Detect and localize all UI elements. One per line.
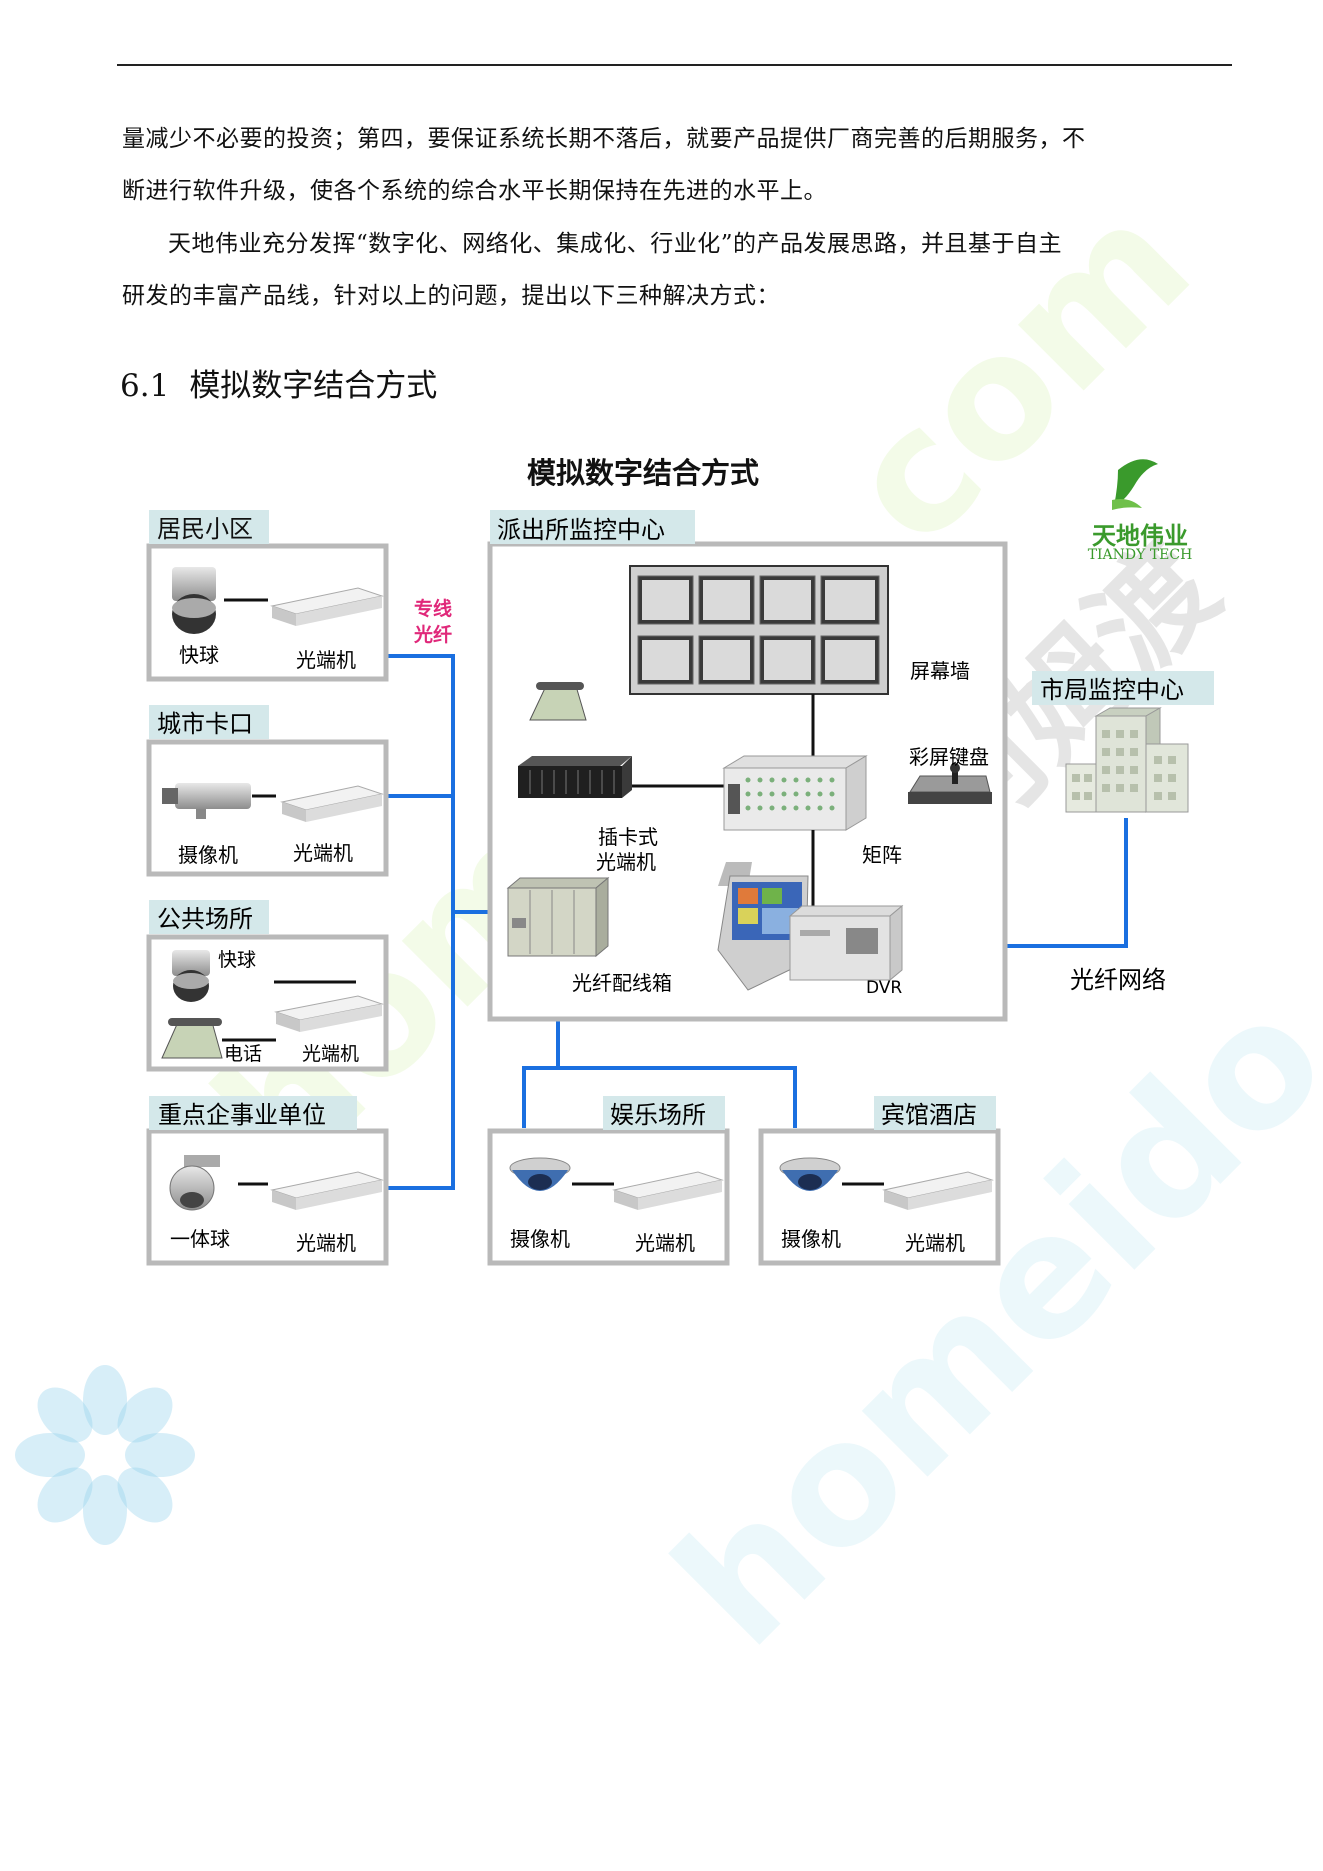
center-title: 派出所监控中心 <box>497 516 665 544</box>
diagram-title: 模拟数字结合方式 <box>527 456 759 490</box>
video-wall-icon <box>629 565 889 695</box>
group-public: 公共场所 快球 电话 光端机 <box>146 900 389 1072</box>
speed-dome-camera-icon <box>172 567 216 634</box>
architecture-diagram: 模拟数字结合方式 天地伟业 TIANDY TECH 居民小区 <box>146 456 1214 1266</box>
fiber-transceiver-icon <box>612 1171 724 1210</box>
section-number: 6.1 <box>120 368 170 404</box>
color-keyboard-icon <box>908 763 992 804</box>
camera-label: 摄像机 <box>178 843 238 867</box>
watermark-flower-icon <box>15 1365 195 1545</box>
matrix-switcher-icon <box>722 755 868 831</box>
group-title: 公共场所 <box>157 905 253 933</box>
office-building-icon <box>1065 707 1189 813</box>
city-title: 市局监控中心 <box>1040 676 1184 704</box>
fiber-transceiver-icon <box>270 587 384 626</box>
paragraph-line: 研发的丰富产品线，针对以上的问题，提出以下三种解决方式： <box>122 283 780 309</box>
speed-dome-camera-icon <box>172 950 210 1002</box>
transceiver-label: 光端机 <box>296 648 356 672</box>
logo-cn: 天地伟业 <box>1092 522 1188 550</box>
paragraph-line: 量减少不必要的投资；第四，要保证系统长期不落后，就要产品提供厂商完善的后期服务，… <box>122 126 1086 152</box>
phone-label: 电话 <box>224 1043 262 1065</box>
group-title: 重点企事业单位 <box>158 1101 326 1129</box>
transceiver-label: 光端机 <box>905 1231 965 1255</box>
header-rule <box>117 64 1232 66</box>
group-enterprise: 重点企事业单位 一体球 光端机 <box>146 1096 389 1266</box>
dvr-icon <box>717 862 904 991</box>
section-title: 模拟数字结合方式 <box>189 368 438 404</box>
tiandy-logo: 天地伟业 TIANDY TECH <box>1088 459 1193 563</box>
logo-en: TIANDY TECH <box>1088 547 1193 563</box>
fiber-label: 光纤 <box>413 623 452 646</box>
card-transceiver-rack-icon <box>518 756 632 798</box>
integrated-dome-camera-icon <box>169 1155 220 1211</box>
group-hotel: 宾馆酒店 摄像机 光端机 <box>758 1096 1001 1266</box>
group-title: 城市卡口 <box>157 710 253 738</box>
phone-icon <box>161 1018 223 1059</box>
network-label: 光纤网络 <box>1070 966 1166 994</box>
camera-label: 一体球 <box>170 1227 230 1251</box>
dome-camera-icon <box>779 1157 841 1191</box>
transceiver-label: 光端机 <box>635 1231 695 1255</box>
camera-label: 快球 <box>179 643 219 667</box>
video-wall-label: 屏幕墙 <box>910 659 970 683</box>
dvr-label: DVR <box>866 978 902 998</box>
paragraph-line: 断进行软件升级，使各个系统的综合水平长期保持在先进的水平上。 <box>122 178 827 204</box>
card-transceiver-label: 光端机 <box>596 850 656 874</box>
card-transceiver-label: 插卡式 <box>598 825 658 849</box>
fiber-transceiver-icon <box>882 1171 994 1210</box>
camera-label: 摄像机 <box>781 1227 841 1251</box>
group-title: 娱乐场所 <box>610 1101 706 1129</box>
transceiver-label: 光端机 <box>302 1043 359 1065</box>
group-checkpoint: 城市卡口 摄像机 光端机 <box>146 705 389 877</box>
group-police-center: 派出所监控中心 屏幕墙 <box>487 510 1008 1022</box>
group-title: 宾馆酒店 <box>881 1101 977 1129</box>
section-heading: 6.1 模拟数字结合方式 <box>120 360 437 405</box>
transceiver-label: 光端机 <box>293 841 353 865</box>
fiber-transceiver-icon <box>274 995 384 1032</box>
fiber-transceiver-icon <box>270 1171 384 1210</box>
fiber-transceiver-icon <box>280 785 384 822</box>
phone-icon <box>529 682 587 721</box>
group-city-center: 市局监控中心 <box>1032 671 1214 813</box>
distribution-box-label: 光纤配线箱 <box>572 971 672 995</box>
camera-label: 摄像机 <box>510 1227 570 1251</box>
camera-label: 快球 <box>218 949 256 971</box>
matrix-label: 矩阵 <box>862 843 902 867</box>
leaf-logo-icon <box>1112 499 1142 510</box>
group-entertainment: 娱乐场所 摄像机 光端机 <box>487 1096 730 1266</box>
keyboard-label: 彩屏键盘 <box>909 745 989 769</box>
fiber-distribution-box-icon <box>506 876 610 958</box>
group-title: 居民小区 <box>157 515 253 543</box>
transceiver-label: 光端机 <box>296 1231 356 1255</box>
box-camera-icon <box>162 783 251 819</box>
leaf-logo-icon <box>1114 459 1158 506</box>
fiber-label: 专线 <box>414 597 452 620</box>
dome-camera-icon <box>509 1157 571 1191</box>
group-residential: 居民小区 快球 光端机 <box>146 510 389 682</box>
paragraph-line: 天地伟业充分发挥“数字化、网络化、集成化、行业化”的产品发展思路，并且基于自主 <box>168 231 1063 257</box>
